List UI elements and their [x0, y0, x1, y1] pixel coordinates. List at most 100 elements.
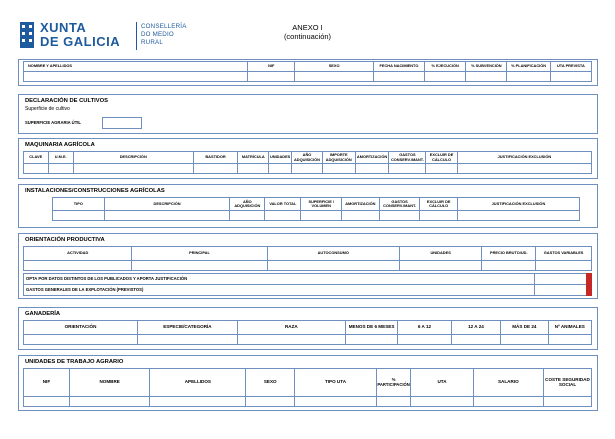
section-subtitle: Superficie de cultivo	[25, 106, 70, 112]
salario-field[interactable]	[472, 396, 545, 407]
section-title: ORIENTACIÓN PRODUCTIVA	[25, 237, 105, 243]
col-header: COSTE SEGURIDAD SOCIAL	[543, 368, 592, 397]
ume-field[interactable]	[47, 163, 74, 174]
gastos-field[interactable]	[378, 210, 421, 221]
col-header: CLAVE	[23, 151, 49, 164]
orientacion-table: ACTIVIDAD PRINCIPAL AUTOCONSUMO UNIDADES…	[22, 246, 592, 271]
fecha-field[interactable]	[372, 71, 426, 82]
gastos-field[interactable]	[388, 163, 427, 174]
col-header: RAZA	[236, 320, 346, 335]
nombre-field[interactable]	[22, 71, 249, 82]
col-header: UNIDADES	[398, 246, 483, 261]
gastos-variables-field[interactable]	[535, 260, 592, 271]
amortizacion-field[interactable]	[340, 210, 380, 221]
clave-field[interactable]	[23, 163, 49, 174]
col-header: DESCRIPCIÓN	[72, 151, 194, 164]
title-line-1: ANEXO I	[292, 23, 323, 32]
opta-field[interactable]	[534, 273, 592, 285]
amortizacion-field[interactable]	[354, 163, 390, 174]
precio-field[interactable]	[481, 260, 537, 271]
nif-field[interactable]	[247, 71, 296, 82]
col-header: SALARIO	[472, 368, 545, 397]
raza-field[interactable]	[236, 334, 346, 345]
col-header: NIF	[247, 61, 296, 72]
apellidos-field[interactable]	[149, 396, 247, 407]
nombre-field[interactable]	[68, 396, 151, 407]
valor-field[interactable]	[264, 210, 302, 221]
num-animales-field[interactable]	[547, 334, 593, 345]
descripcion-field[interactable]	[103, 210, 231, 221]
bastidor-field[interactable]	[192, 163, 239, 174]
required-marker	[586, 273, 592, 296]
especie-field[interactable]	[137, 334, 238, 345]
maquinaria-table: CLAVE U.M.E. DESCRIPCIÓN BASTIDOR MATRÍC…	[23, 151, 593, 174]
col-header: NIF	[23, 368, 70, 397]
col-header: JUSTIFICACIÓN EXCLUSIÓN	[456, 197, 581, 211]
ano-field[interactable]	[229, 210, 266, 221]
tipo-field[interactable]	[52, 210, 105, 221]
superficie-field[interactable]	[300, 210, 342, 221]
gastos-generales-label: GASTOS GENERALES DE LA EXPLOTACIÓN (PREV…	[22, 284, 536, 296]
ano-field[interactable]	[291, 163, 323, 174]
section-title: UNIDADES DE TRABAJO AGRARIO	[25, 359, 124, 365]
autoconsumo-field[interactable]	[266, 260, 400, 271]
instalaciones-table: TIPO DESCRIPCIÓN AÑO ADQUISICIÓN VALOR T…	[52, 197, 581, 221]
matricula-field[interactable]	[237, 163, 270, 174]
consellaria-line-3: RURAL	[141, 39, 163, 46]
sexo-field[interactable]	[245, 396, 296, 407]
col-header: SUPERFICIE / VOLUMEN	[300, 197, 342, 211]
col-header: IMPORTE ADQUISICIÓN	[321, 151, 356, 164]
sau-label: SUPERFICIE AGRARIA ÚTIL	[25, 120, 81, 125]
justificacion-field[interactable]	[456, 163, 593, 174]
descripcion-field[interactable]	[72, 163, 194, 174]
justificacion-field[interactable]	[456, 210, 581, 221]
col-header: 6 A 12	[397, 320, 452, 335]
page-title: ANEXO I (continuación)	[260, 23, 355, 41]
6-12-field[interactable]	[397, 334, 452, 345]
12-24-field[interactable]	[450, 334, 502, 345]
col-header: AMORTIZACIÓN	[354, 151, 390, 164]
galicia-emblem-icon	[20, 22, 34, 48]
xunta-logo: XUNTA DE GALICIA CONSELLERÍA DO MEDIO RU…	[18, 18, 186, 56]
subvencion-field[interactable]	[465, 71, 508, 82]
section-title: DECLARACIÓN DE CULTIVOS	[25, 98, 108, 104]
col-header: % PLANIFICACIÓN	[506, 61, 551, 72]
actividad-field[interactable]	[22, 260, 133, 271]
uta-field[interactable]	[410, 396, 474, 407]
mas-24-field[interactable]	[500, 334, 549, 345]
planificacion-field[interactable]	[506, 71, 551, 82]
section-title: MAQUINARIA AGRÍCOLA	[25, 142, 95, 148]
unidades-field[interactable]	[398, 260, 483, 271]
excluir-field[interactable]	[419, 210, 458, 221]
col-header: TIPO	[52, 197, 105, 211]
col-header: % PARTICIPACIÓN	[375, 368, 412, 397]
nif-field[interactable]	[23, 396, 70, 407]
uta-prevista-field[interactable]	[549, 71, 593, 82]
tipo-uta-field[interactable]	[294, 396, 377, 407]
consellaria-line-2: DO MEDIO	[141, 31, 174, 38]
col-header: JUSTIFICACIÓN EXCLUSIÓN	[456, 151, 593, 164]
importe-field[interactable]	[321, 163, 356, 174]
orientacion-field[interactable]	[23, 334, 138, 345]
col-header: MÁS DE 24	[500, 320, 549, 335]
section-title: GANADERÍA	[25, 311, 61, 317]
sexo-field[interactable]	[294, 71, 374, 82]
col-header: AÑO ADQUISICIÓN	[291, 151, 323, 164]
col-header: 12 A 24	[450, 320, 502, 335]
col-header: DESCRIPCIÓN	[103, 197, 231, 211]
unidades-field[interactable]	[268, 163, 293, 174]
col-header: MATRÍCULA	[237, 151, 270, 164]
ejecucion-field[interactable]	[424, 71, 467, 82]
excluir-field[interactable]	[425, 163, 458, 174]
menos-6-field[interactable]	[344, 334, 399, 345]
col-header: % SUBVENCIÓN	[465, 61, 508, 72]
gastos-generales-field[interactable]	[534, 284, 592, 296]
sau-input[interactable]	[102, 117, 142, 129]
principal-field[interactable]	[131, 260, 268, 271]
coste-ss-field[interactable]	[543, 396, 592, 407]
col-header: UTA PREVISTA	[549, 61, 593, 72]
maquinaria-section: MAQUINARIA AGRÍCOLA CLAVE U.M.E. DESCRIP…	[18, 138, 598, 179]
cultivos-section: DECLARACIÓN DE CULTIVOS Superficie de cu…	[18, 94, 598, 134]
participacion-field[interactable]	[375, 396, 412, 407]
col-header: U.M.E.	[47, 151, 74, 164]
